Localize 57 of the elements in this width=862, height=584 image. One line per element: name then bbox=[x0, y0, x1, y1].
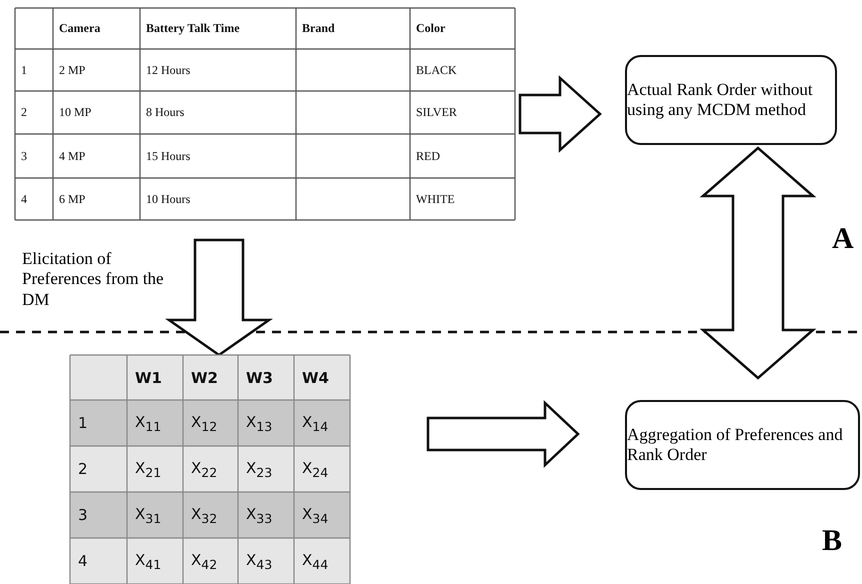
table-cell-text: 1 bbox=[21, 62, 27, 78]
table-cell-text: 10 MP bbox=[59, 105, 92, 120]
box-text: Actual Rank Order without using any MCDM method bbox=[627, 80, 814, 120]
table-cell-text: 4 bbox=[78, 552, 88, 570]
table-cell-text: 4 bbox=[21, 192, 27, 206]
edge-label: Elicitation of Preferences from the DM bbox=[22, 249, 165, 310]
table-cell-text: X$_{21}$ bbox=[135, 458, 162, 480]
table-cell-text: 3 bbox=[78, 506, 88, 524]
table-cell-text: X$_{43}$ bbox=[246, 550, 272, 572]
table-cell-text: 1 bbox=[78, 414, 88, 432]
table-cell-text: X$_{41}$ bbox=[135, 550, 162, 572]
table-cell-text: X$_{12}$ bbox=[191, 412, 218, 434]
table-cell-text: WHITE bbox=[416, 192, 455, 206]
table-cell-text: 3 bbox=[21, 148, 27, 164]
section-letter: B bbox=[822, 524, 842, 558]
table-cell-text: X$_{33}$ bbox=[246, 504, 272, 526]
data-table bbox=[15, 8, 515, 220]
column-header: W3 bbox=[246, 368, 273, 386]
table-cell-text: X$_{42}$ bbox=[191, 550, 218, 572]
block-arrow bbox=[518, 75, 602, 153]
table-cell-text: BLACK bbox=[416, 62, 457, 78]
column-header: Color bbox=[416, 21, 446, 36]
rounded-box bbox=[625, 55, 837, 145]
block-arrow bbox=[700, 146, 816, 380]
table-cell-text: X$_{14}$ bbox=[302, 412, 328, 434]
block-arrow bbox=[165, 238, 273, 357]
table-cell-text: X$_{23}$ bbox=[246, 458, 272, 480]
column-header: Camera bbox=[59, 21, 100, 36]
table-cell-text: 10 Hours bbox=[146, 192, 190, 206]
table-cell-text: X$_{22}$ bbox=[191, 458, 218, 480]
table-cell-text: 2 bbox=[21, 105, 27, 120]
table-cell-text: X$_{31}$ bbox=[135, 504, 162, 526]
table-cell-text: 4 MP bbox=[59, 148, 86, 164]
table-cell-text: X$_{24}$ bbox=[302, 458, 328, 480]
rounded-box bbox=[625, 400, 860, 490]
column-header: W4 bbox=[302, 368, 329, 386]
table-cell-text: X$_{34}$ bbox=[302, 504, 328, 526]
table-cell-text: 6 MP bbox=[59, 192, 86, 206]
table-cell-text: 12 Hours bbox=[146, 62, 190, 78]
table-cell-text: X$_{32}$ bbox=[191, 504, 218, 526]
block-arrow bbox=[426, 400, 580, 468]
box-text: Aggregation of Preferences and Rank Order bbox=[627, 424, 844, 466]
table-cell-text: X$_{44}$ bbox=[302, 550, 328, 572]
column-header: Battery Talk Time bbox=[146, 21, 240, 36]
column-header: Brand bbox=[302, 21, 335, 36]
table-cell-text: 2 MP bbox=[59, 62, 86, 78]
section-letter: A bbox=[832, 222, 854, 256]
table-cell-text: X$_{13}$ bbox=[246, 412, 272, 434]
table-cell-text: SILVER bbox=[416, 105, 457, 120]
table-cell-text: 15 Hours bbox=[146, 148, 190, 164]
table-cell-text: X$_{11}$ bbox=[135, 412, 162, 434]
column-header: W2 bbox=[191, 368, 218, 386]
table-cell-text: 8 Hours bbox=[146, 105, 184, 120]
table-cell-text: 2 bbox=[78, 460, 88, 478]
column-header: W1 bbox=[135, 368, 162, 386]
data-table bbox=[70, 355, 350, 584]
table-cell-text: RED bbox=[416, 148, 440, 164]
